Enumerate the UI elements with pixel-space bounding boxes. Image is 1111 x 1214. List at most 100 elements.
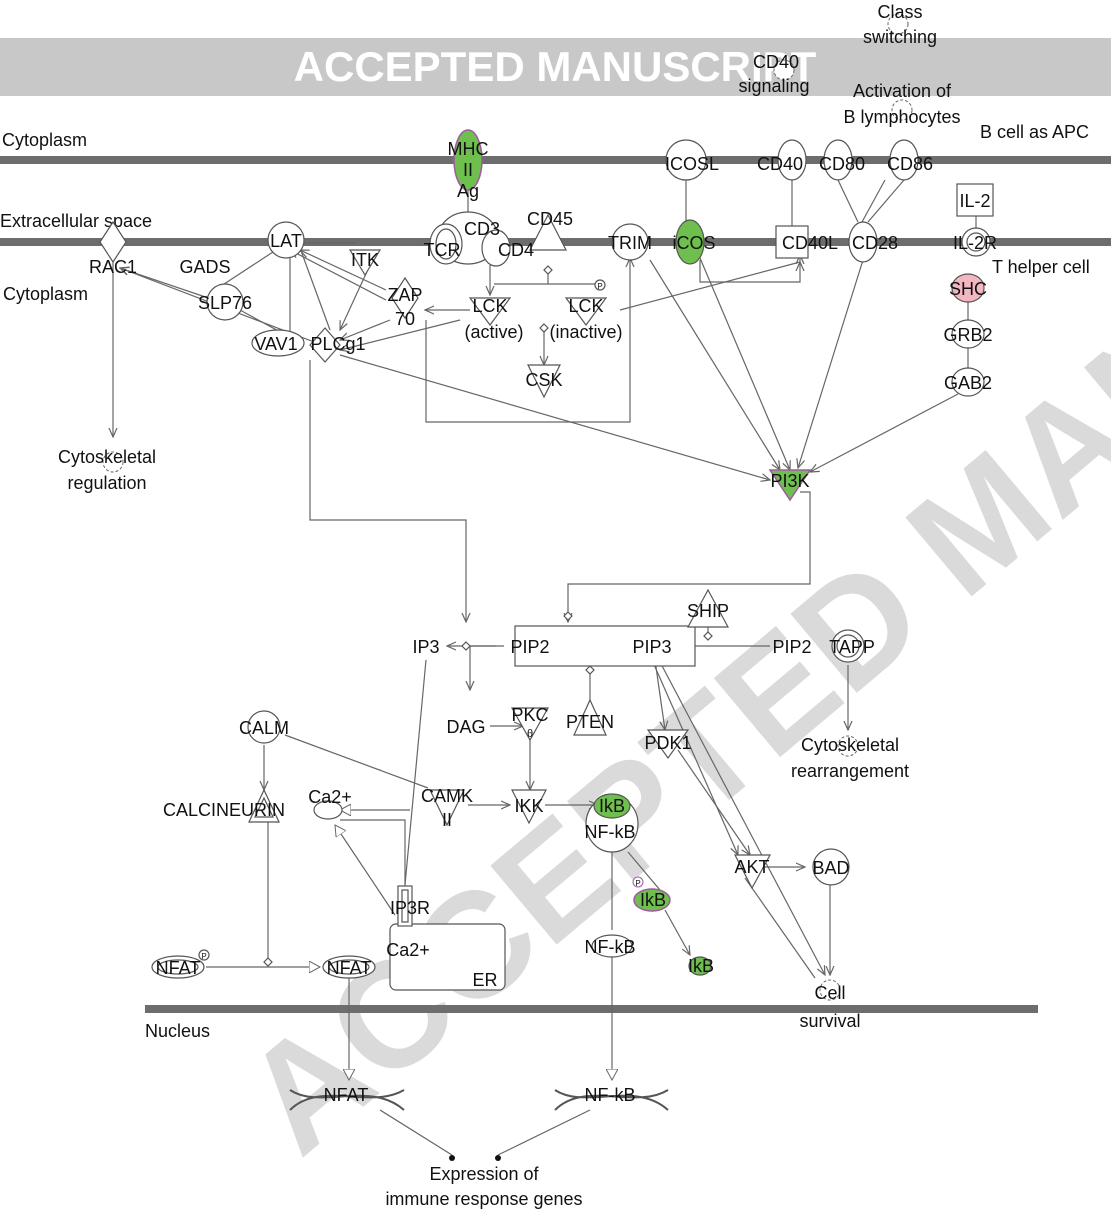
banner-text: ACCEPTED MANUSCRIPT [294, 43, 817, 90]
cell-survival-line2: survival [799, 1011, 860, 1031]
node-icos-label: iCOS [672, 233, 715, 253]
node-lat-label: LAT [270, 231, 302, 251]
node-cd4 [481, 229, 511, 267]
node-calm-label: CALM [239, 718, 289, 738]
function-labels: Class switching CD40 signaling Activatio… [58, 2, 961, 1209]
node-ip3r-label: IP3R [390, 898, 430, 918]
node-pip-complex [514, 625, 696, 667]
node-ship-label: SHIP [687, 601, 729, 621]
node-cd86 [889, 139, 919, 181]
node-cd3-label: CD3 [464, 219, 500, 239]
node-cd45-label: CD45 [527, 209, 573, 229]
node-camk [429, 789, 465, 827]
node-er-label: ER [472, 970, 497, 990]
node-tcr-label: TCR [424, 240, 461, 260]
node-gab2-label: GAB2 [944, 373, 992, 393]
node-trim [611, 223, 649, 261]
node-lck-active [468, 297, 512, 327]
node-lat [267, 221, 305, 259]
node-dag-label: DAG [446, 717, 485, 737]
node-csk-label: CSK [525, 370, 562, 390]
node-cd40l [775, 225, 809, 259]
node-lck-active-label: LCK [472, 296, 507, 316]
node-lck-inactive [564, 297, 608, 327]
node-nfat-dna-label: NFAT [324, 1085, 369, 1105]
node-cd28 [848, 221, 878, 263]
node-lck-active-sub: (active) [464, 322, 523, 342]
node-ca2-label: Ca2+ [308, 787, 352, 807]
node-vav1-label: VAV1 [254, 334, 297, 354]
inhibition-markers [263, 265, 713, 967]
activation-b-line2: B lymphocytes [843, 107, 960, 127]
gear-icon [887, 13, 909, 35]
node-nfkb-free [591, 934, 633, 958]
node-shc [951, 273, 985, 303]
node-cd40-label: CD40 [757, 154, 803, 174]
expression-line2: immune response genes [385, 1189, 582, 1209]
label-cytoplasm-b: Cytoplasm [2, 130, 87, 150]
class-switching-line2: switching [863, 27, 937, 47]
node-mhc-label: MHC [448, 139, 489, 159]
node-plcg1 [309, 327, 341, 363]
label-t-helper: T helper cell [992, 257, 1090, 277]
node-camk-ii-label: II [442, 810, 452, 830]
cytoskeletal-rearrangement-line1: Cytoskeletal [801, 735, 899, 755]
node-bad-label: BAD [812, 858, 849, 878]
node-csk [527, 364, 561, 399]
node-calm [247, 710, 281, 744]
node-slp76 [206, 283, 244, 321]
gear-icon [819, 979, 841, 1001]
label-nucleus: Nucleus [145, 1021, 210, 1041]
node-nfkb-label: NF-kB [585, 822, 636, 842]
node-ip3-label: IP3 [412, 637, 439, 657]
node-nfkb-dna [554, 1089, 669, 1111]
cell-survival-line1: Cell [814, 983, 845, 1003]
node-pdk1 [646, 729, 690, 760]
node-cd80-label: CD80 [819, 154, 865, 174]
node-pi3k-label: PI3K [770, 471, 809, 491]
node-gads-label: GADS [179, 257, 230, 277]
node-cd40l-label: CD40L [782, 233, 838, 253]
node-ikk-label: IKK [514, 796, 543, 816]
node-ikb-degraded [688, 956, 712, 976]
node-shapes [99, 129, 994, 1161]
node-il2-label: IL-2 [959, 191, 990, 211]
expression-line1: Expression of [429, 1164, 539, 1184]
node-ikb-p-label: IkB [640, 890, 666, 910]
node-slp76-label: SLP76 [198, 293, 252, 313]
membrane-nucleus [145, 1005, 1038, 1013]
gear-icon [773, 59, 795, 81]
node-nfat-p-label: NFAT [156, 958, 201, 978]
node-rac1 [99, 220, 127, 264]
activation-b-line1: Activation of [853, 81, 952, 101]
node-pten [573, 698, 607, 736]
function-gears [102, 13, 913, 1001]
node-tapp-label: TAPP [829, 637, 875, 657]
cytoskeletal-regulation-line1: Cytoskeletal [58, 447, 156, 467]
node-nfkb-dna-label: NF-kB [585, 1085, 636, 1105]
label-cytoplasm-t: Cytoplasm [3, 284, 88, 304]
node-nfat-label: NFAT [327, 958, 372, 978]
node-grb2 [951, 319, 985, 349]
node-itk [348, 249, 382, 277]
node-vav1 [251, 329, 305, 357]
node-lck-inactive-sub: (inactive) [549, 322, 622, 342]
phospho-label-ikb: P [635, 879, 640, 888]
phospho-label-lck: P [597, 282, 602, 291]
node-pkc [510, 707, 550, 742]
node-cd86-label: CD86 [887, 154, 933, 174]
node-icos [675, 219, 705, 265]
node-ikk [511, 789, 547, 825]
node-cd40 [777, 139, 807, 181]
node-pip3-label: PIP3 [632, 637, 671, 657]
node-grb2-label: GRB2 [943, 325, 992, 345]
node-pip2b-label: PIP2 [772, 637, 811, 657]
node-camk-label: CAMK [421, 786, 473, 806]
node-itk-label: ITK [351, 250, 379, 270]
node-akt [734, 854, 772, 890]
node-cd80 [823, 139, 853, 181]
class-switching-line1: Class [877, 2, 922, 22]
cytoskeletal-rearrangement-line2: rearrangement [791, 761, 909, 781]
node-pten-label: PTEN [566, 712, 614, 732]
